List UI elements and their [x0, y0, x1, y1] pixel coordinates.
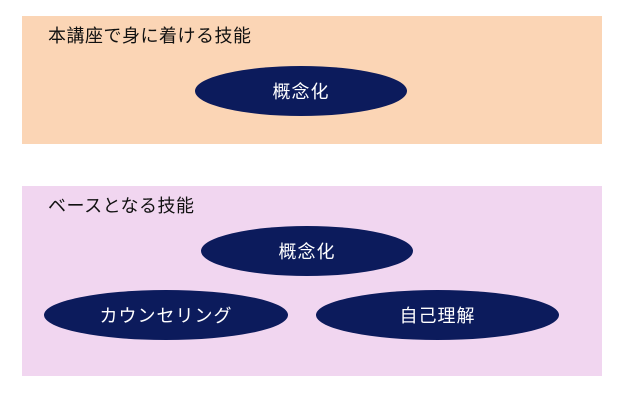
target-skills-panel: 本講座で身に着ける技能 概念化: [22, 16, 602, 144]
skill-label: カウンセリング: [99, 306, 233, 327]
skill-label: 自己理解: [399, 306, 476, 327]
skill-node-self-understanding: 自己理解: [316, 290, 559, 340]
skill-node-conceptualization-target: 概念化: [195, 66, 407, 116]
skill-label: 概念化: [278, 242, 336, 263]
skill-node-conceptualization-base: 概念化: [201, 226, 413, 276]
skill-label: 概念化: [272, 82, 330, 103]
base-skills-title: ベースとなる技能: [48, 196, 195, 217]
skill-node-counseling: カウンセリング: [44, 290, 288, 340]
target-skills-title: 本講座で身に着ける技能: [48, 26, 252, 47]
base-skills-panel: ベースとなる技能 概念化 カウンセリング 自己理解: [22, 186, 602, 376]
